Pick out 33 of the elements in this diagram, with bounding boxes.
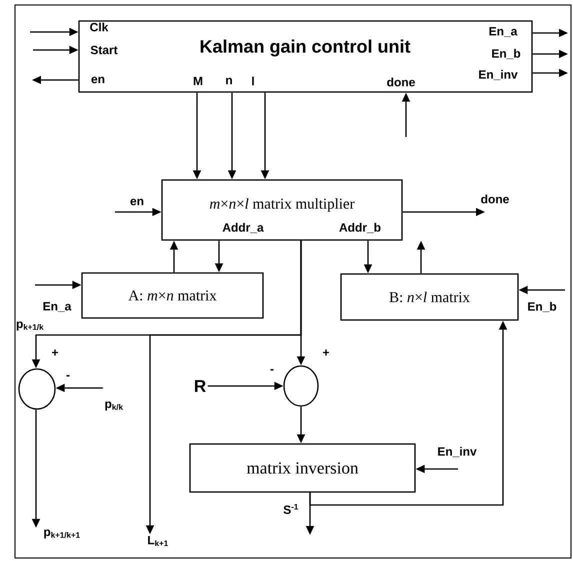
unit-title: Kalman gain control unit xyxy=(200,40,410,56)
signal-label: p$_{k+1/k+1}$ xyxy=(44,530,80,538)
port-label: En_b xyxy=(492,48,520,60)
edge-label: en xyxy=(130,198,144,206)
edge-label: En_b xyxy=(526,301,558,313)
block-label: B: n×l matrix xyxy=(389,292,470,302)
port-label: en xyxy=(91,76,104,84)
sign-label: + xyxy=(52,349,58,356)
sign-label: - xyxy=(66,375,70,376)
port-label: En_inv xyxy=(479,70,518,80)
signal-label: p$_{k/k}$ xyxy=(105,402,123,410)
sign-label: + xyxy=(323,349,330,356)
edge-label: done xyxy=(480,194,510,204)
signal-label: p$_{k+1/k}$ xyxy=(16,322,44,330)
port-label: done xyxy=(387,78,415,86)
block-title: m×n×l matrix multiplier xyxy=(210,198,354,212)
port-label: Addr_a xyxy=(222,222,264,234)
block-label: matrix inversion xyxy=(246,462,358,474)
summing-junction xyxy=(283,365,319,407)
port-label: Start xyxy=(90,46,118,54)
edge-label: En_a xyxy=(42,302,72,312)
signal-label: L$_{k+1}$ xyxy=(148,536,168,546)
edge-label: S$^{-1}$ xyxy=(282,504,300,514)
block-label: A: m×n matrix xyxy=(128,290,217,301)
port-label: Clk xyxy=(90,22,108,32)
port-label: l xyxy=(252,76,254,86)
edge-label: En_inv xyxy=(436,446,478,458)
signal-label: R xyxy=(195,380,206,392)
port-label: Addr_b xyxy=(339,222,380,234)
port-label: M xyxy=(194,76,202,86)
port-label: En_a xyxy=(489,27,518,37)
port-label: n xyxy=(226,78,232,84)
summing-junction xyxy=(18,368,56,410)
